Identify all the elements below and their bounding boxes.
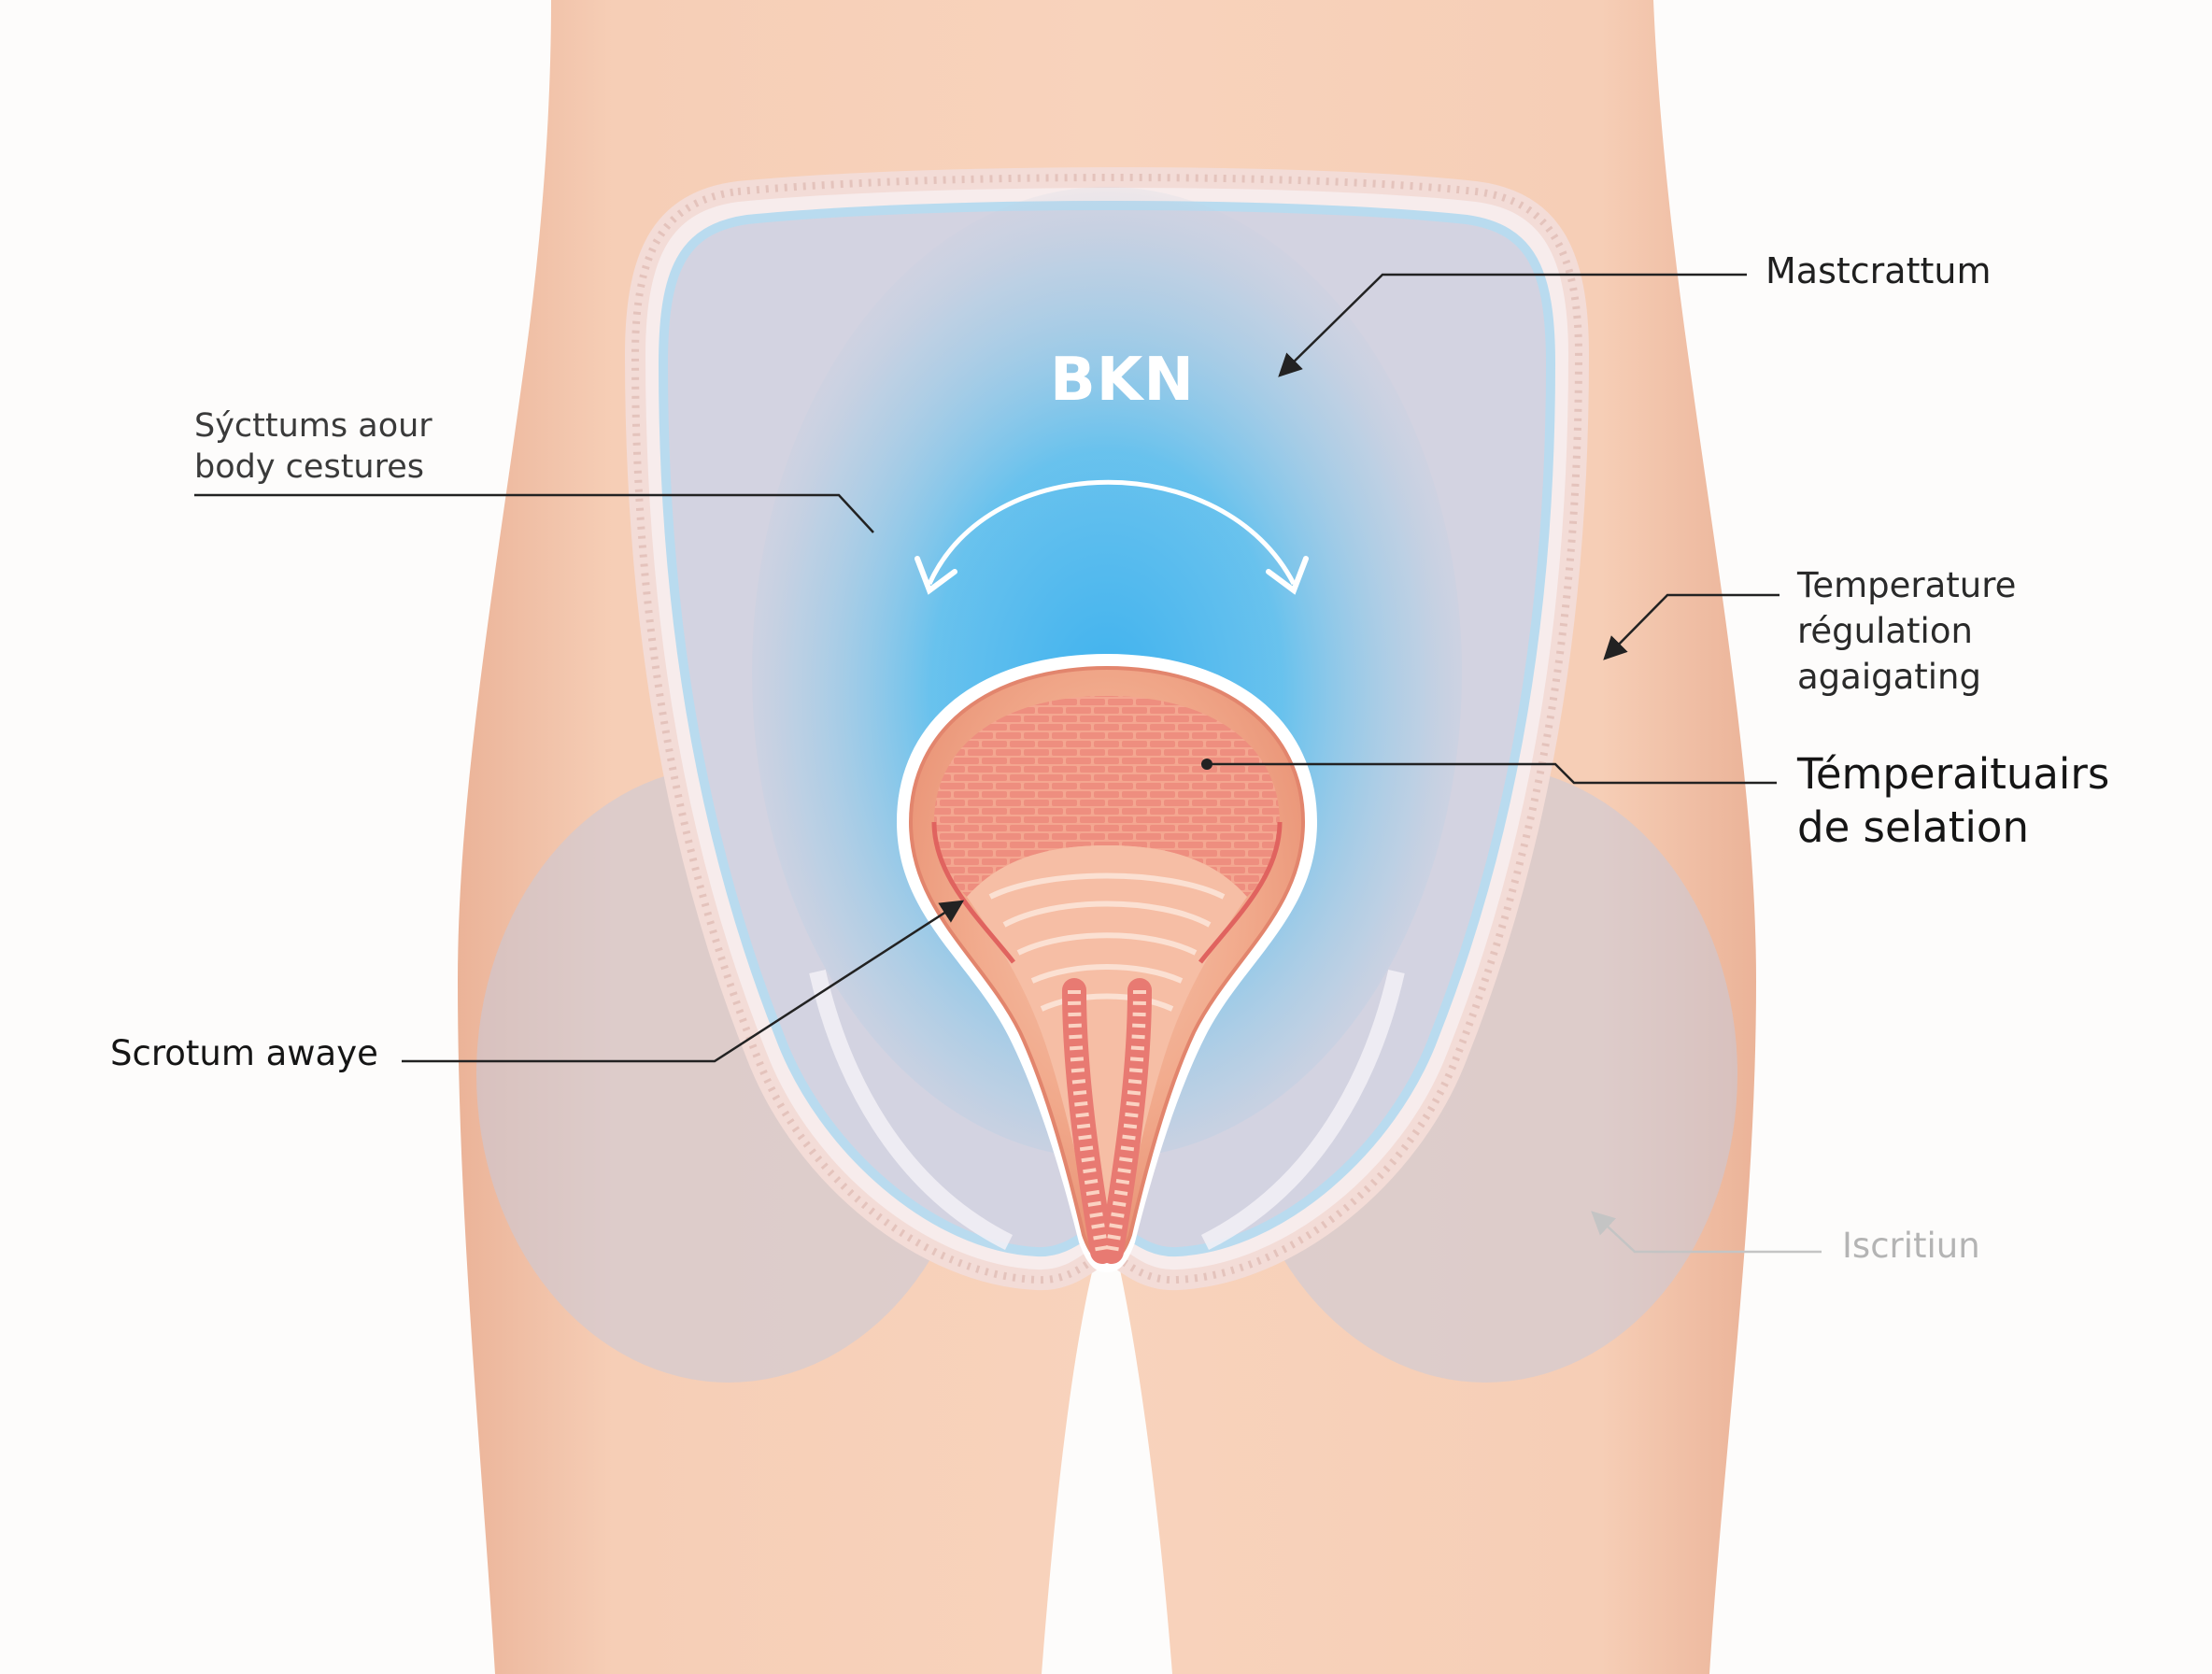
callout-syctums-line-2: body cestures — [194, 448, 424, 486]
leader-iscritiun — [1591, 1211, 1822, 1254]
callout-temperaituairs-line-2: de selation — [1797, 802, 2029, 852]
callout-iscritiun: Iscritiun — [1842, 1226, 1980, 1266]
callout-syctums: Sýcttums aour body cestures — [194, 405, 432, 488]
organ-rings — [988, 872, 1226, 1012]
leader-mastcrattum — [1278, 273, 1747, 377]
callout-temperature-regulation: Temperature régulation agaigating — [1797, 562, 2016, 700]
callout-mastcrattum: Mastcrattum — [1765, 250, 1992, 291]
center-label: BKN — [1050, 346, 1195, 415]
leader-temperaituairs — [1210, 762, 1777, 785]
right-fold — [1200, 970, 1405, 1251]
organ-left-duct — [1062, 978, 1114, 1264]
leader-syctums — [194, 493, 874, 533]
callout-temperaituairs: Témperaitu­airs de selation — [1797, 747, 2109, 854]
leader-scrotum — [402, 900, 965, 1063]
organ-brick-tissue — [934, 696, 1280, 897]
callout-syctums-line-1: Sýcttums aour — [194, 407, 432, 445]
callout-temperature-regulation-line-3: agaigating — [1797, 657, 1981, 697]
callout-scrotum: Scrotum awaye — [110, 1033, 378, 1073]
leader-temperaituairs-dot — [1201, 759, 1212, 770]
circulation-arrow-left-head — [915, 556, 957, 595]
callout-temperature-regulation-line-2: régulation — [1797, 611, 1973, 651]
circulation-arrow-right-head — [1266, 556, 1309, 595]
callout-temperature-regulation-line-1: Temperature — [1797, 565, 2017, 605]
organ-illustration — [897, 654, 1317, 1272]
callout-temperaituairs-line-1: Témperaitu­airs — [1797, 749, 2110, 799]
leader-temperature-regulation — [1603, 593, 1780, 660]
organ-red-rim — [931, 821, 1283, 964]
circulation-arrow — [927, 479, 1297, 586]
left-fold — [809, 970, 1014, 1251]
organ-right-duct — [1099, 978, 1152, 1264]
